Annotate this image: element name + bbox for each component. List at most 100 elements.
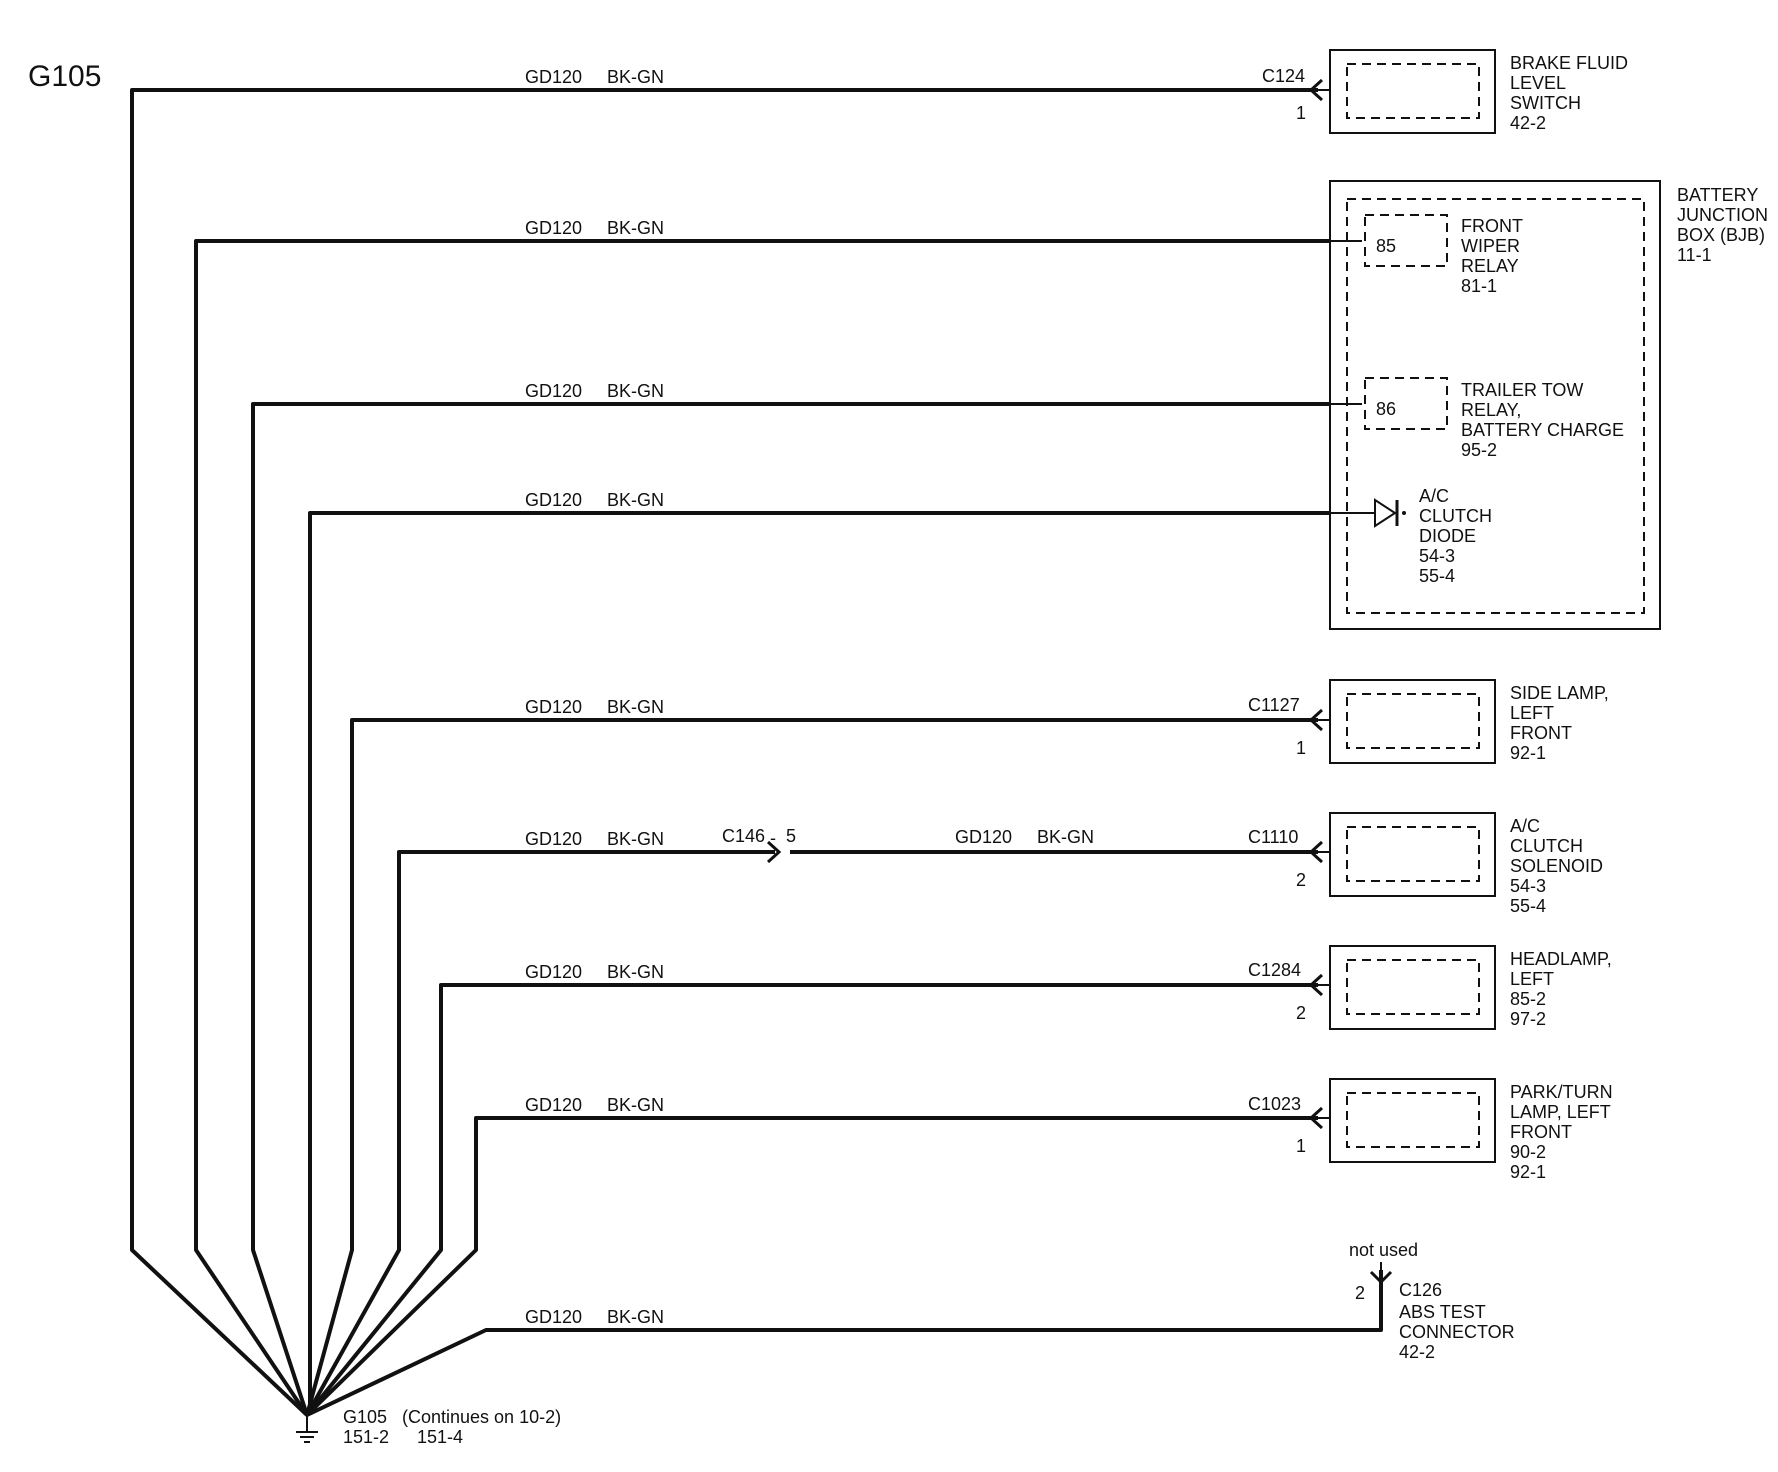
wire-abs-test: [306, 1270, 1383, 1417]
circuit-label: GD120: [525, 1307, 582, 1327]
device-label: CONNECTOR: [1399, 1322, 1515, 1342]
connector-arrow: [1308, 1106, 1324, 1130]
abs-connector-symbol: [1369, 1270, 1393, 1285]
pin-number: 2: [1355, 1283, 1365, 1303]
relay-label: RELAY,: [1461, 400, 1521, 420]
connector-arrow: [1308, 708, 1324, 732]
wire-ac-solenoid-a: [305, 850, 775, 1416]
connector-arrow: [1308, 78, 1324, 102]
device-label: 54-3: [1510, 876, 1546, 896]
device-label: 55-4: [1510, 896, 1546, 916]
device-label: ABS TEST: [1399, 1302, 1486, 1322]
pin-number: 2: [1296, 1003, 1306, 1023]
device-box: [1329, 679, 1496, 764]
diode-label: A/C: [1419, 486, 1449, 506]
inline-connector-pin: 5: [786, 826, 796, 846]
circuit-label: GD120: [525, 490, 582, 510]
relay-label: 81-1: [1461, 276, 1497, 296]
color-label: BK-GN: [607, 490, 664, 510]
device-ac-clutch-solenoid: C1110 2 A/C CLUTCH SOLENOID 54-3 55-4: [1248, 812, 1603, 916]
inline-connector-symbol: [766, 840, 782, 864]
circuit-label: GD120: [955, 827, 1012, 847]
abs-test-connector: not used 2 C126 ABS TEST CONNECTOR 42-2: [1349, 1240, 1515, 1362]
circuit-label: GD120: [525, 381, 582, 401]
device-box: [1329, 49, 1496, 134]
ground-ref-2: 151-4: [417, 1427, 463, 1447]
pin-number: 2: [1296, 870, 1306, 890]
wire-ac-clutch-diode: [308, 511, 1330, 1415]
device-label: 85-2: [1510, 989, 1546, 1009]
device-inner-dash: [1346, 826, 1480, 882]
ground-continues: (Continues on 10-2): [402, 1407, 561, 1427]
front-wiper-relay-box: [1364, 214, 1448, 267]
ground-id: G105: [343, 1407, 387, 1427]
device-inner-dash: [1346, 1092, 1480, 1148]
bjb-label: BOX (BJB): [1677, 225, 1765, 245]
color-label: BK-GN: [607, 1095, 664, 1115]
diode-dot: [1402, 511, 1406, 515]
device-label: FRONT: [1510, 723, 1572, 743]
bjb-label: BATTERY: [1677, 185, 1758, 205]
relay-label: FRONT: [1461, 216, 1523, 236]
connector-id: C1284: [1248, 960, 1301, 980]
device-label: LEFT: [1510, 703, 1554, 723]
device-inner-dash: [1346, 693, 1480, 749]
not-used-note: not used: [1349, 1240, 1418, 1260]
inline-connector-id: C146: [722, 826, 765, 846]
color-label: BK-GN: [607, 697, 664, 717]
device-label: 97-2: [1510, 1009, 1546, 1029]
device-label: LEFT: [1510, 969, 1554, 989]
device-label: LEVEL: [1510, 73, 1566, 93]
bjb-inner-dash: [1346, 198, 1645, 614]
device-label: SIDE LAMP,: [1510, 683, 1609, 703]
diode-label: 55-4: [1419, 566, 1455, 586]
wire-brake-fluid-switch: [130, 88, 1318, 1417]
color-label: BK-GN: [1037, 827, 1094, 847]
relay-label: WIPER: [1461, 236, 1520, 256]
inline-connector-sep: -: [770, 828, 776, 848]
device-label: SWITCH: [1510, 93, 1581, 113]
device-label: 92-1: [1510, 1162, 1546, 1182]
device-park-turn-lamp: C1023 1 PARK/TURN LAMP, LEFT FRONT 90-2 …: [1248, 1078, 1613, 1182]
wire-side-lamp: [305, 718, 1318, 1416]
diode-label: 54-3: [1419, 546, 1455, 566]
device-label: A/C: [1510, 816, 1540, 836]
device-box: [1329, 945, 1496, 1030]
trailer-tow-relay-box: [1364, 377, 1448, 430]
pin-number: 1: [1296, 1136, 1306, 1156]
color-label: BK-GN: [607, 829, 664, 849]
device-label: 92-1: [1510, 743, 1546, 763]
device-label: LAMP, LEFT: [1510, 1102, 1611, 1122]
relay-label: TRAILER TOW: [1461, 380, 1583, 400]
device-label: PARK/TURN: [1510, 1082, 1613, 1102]
device-label: FRONT: [1510, 1122, 1572, 1142]
connector-id: C124: [1262, 66, 1305, 86]
device-label: 42-2: [1510, 113, 1546, 133]
connector-arrow: [1308, 840, 1324, 864]
pin-number: 1: [1296, 103, 1306, 123]
device-label: CLUTCH: [1510, 836, 1583, 856]
bjb-label: 11-1: [1677, 245, 1712, 265]
relay-pin: 85: [1376, 236, 1396, 256]
ground-g105: G105 151-2 (Continues on 10-2) 151-4: [296, 1407, 561, 1447]
device-box: [1329, 812, 1496, 897]
circuit-label: GD120: [525, 67, 582, 87]
wire-labels: GD120 BK-GN GD120 BK-GN GD120 BK-GN GD12…: [525, 67, 1094, 1327]
page-title: G105: [28, 60, 101, 93]
circuit-label: GD120: [525, 697, 582, 717]
color-label: BK-GN: [607, 381, 664, 401]
wire-trailer-tow-relay: [251, 402, 1330, 1416]
ground-icon: [296, 1431, 318, 1443]
connector-arrow: [1308, 973, 1324, 997]
color-label: BK-GN: [607, 1307, 664, 1327]
device-label: 42-2: [1399, 1342, 1435, 1362]
connector-id: C126: [1399, 1280, 1442, 1300]
battery-junction-box: BATTERY JUNCTION BOX (BJB) 11-1 85 FRONT…: [1329, 180, 1768, 630]
wire-front-wiper-relay: [194, 239, 1330, 1417]
device-inner-dash: [1346, 63, 1480, 119]
connector-id: C1127: [1248, 695, 1300, 715]
diode-label: CLUTCH: [1419, 506, 1492, 526]
device-label: 90-2: [1510, 1142, 1546, 1162]
